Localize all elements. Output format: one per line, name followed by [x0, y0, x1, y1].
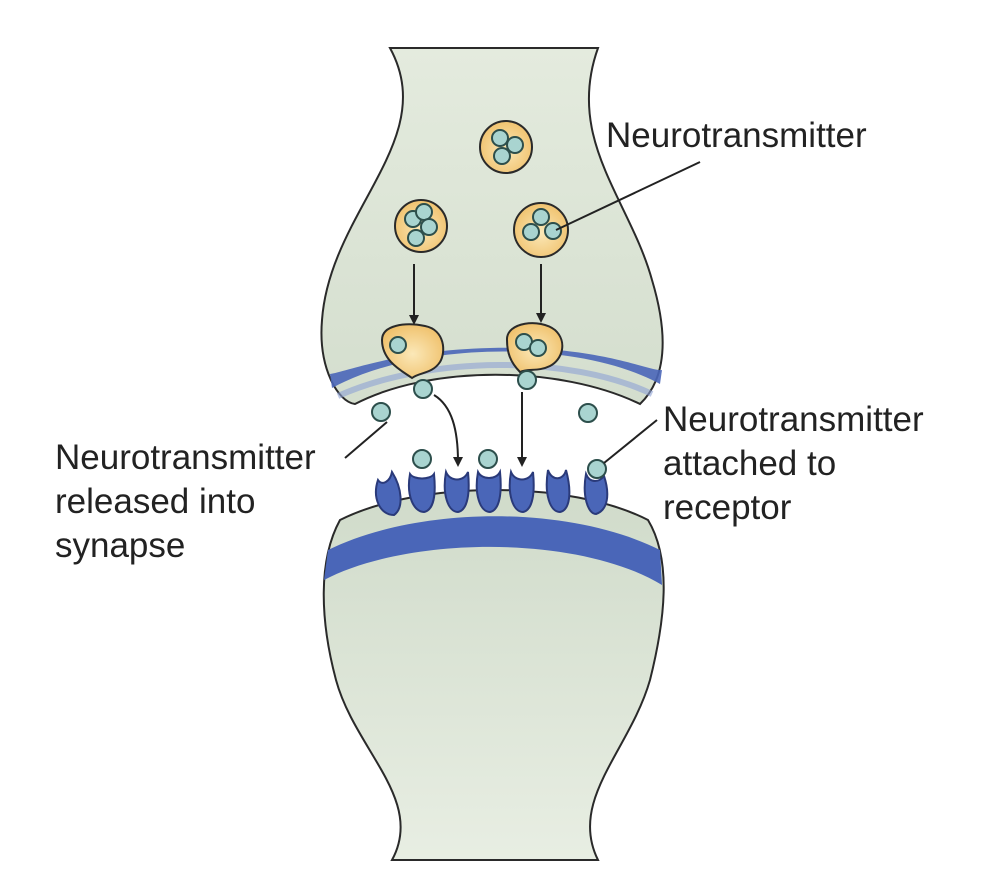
receptor: [545, 469, 571, 514]
molecule-cleft: [517, 370, 537, 390]
receptor: [408, 471, 436, 514]
label-attached-line1: Neurotransmitter: [663, 400, 924, 439]
leader-line-attached: [603, 419, 658, 464]
fusing-vesicle-right: [505, 322, 564, 374]
receptor: [508, 468, 535, 514]
postsynaptic-membrane: [324, 516, 662, 585]
presynaptic-terminal: [320, 47, 664, 406]
receptor: [443, 468, 470, 514]
leader-line-neurotransmitter: [555, 161, 701, 231]
label-released-line3: synapse: [55, 526, 186, 565]
fusing-vesicle-left: [380, 323, 445, 380]
molecule-cleft: [413, 379, 433, 399]
molecule-bound: [478, 449, 498, 469]
molecule-cleft: [578, 403, 598, 423]
arrow-to-receptor-curved: [433, 394, 463, 467]
receptors: [375, 468, 609, 517]
vesicle-right: [513, 202, 569, 258]
receptor: [583, 470, 609, 516]
label-neurotransmitter: Neurotransmitter: [606, 116, 867, 155]
leader-line-released: [344, 421, 388, 459]
vesicle-left: [394, 199, 448, 253]
receptor: [475, 468, 502, 514]
label-released-line2: released into: [55, 482, 256, 521]
label-released-line1: Neurotransmitter: [55, 438, 316, 477]
molecule-bound: [587, 459, 607, 479]
label-attached-line2: attached to: [663, 444, 837, 483]
molecule-cleft: [371, 402, 391, 422]
label-attached-line3: receptor: [663, 488, 792, 527]
receptor: [375, 469, 402, 517]
molecule-bound: [412, 449, 432, 469]
vesicle-top: [479, 120, 533, 174]
